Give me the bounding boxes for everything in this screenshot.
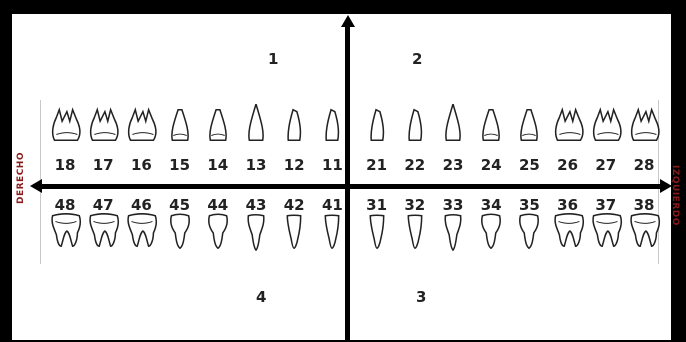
tooth-number-31: 31 [358,196,396,214]
quadrant-3-label: 3 [416,288,426,306]
tooth-number-37: 37 [587,196,625,214]
tooth-36-icon [551,210,585,252]
tooth-25-icon [512,104,546,146]
tooth-12-icon [277,104,311,146]
tooth-41-icon [315,210,349,252]
tooth-number-48: 48 [46,196,84,214]
tooth-16-icon [124,104,158,146]
tooth-34-icon [474,210,508,252]
tooth-42-icon [277,210,311,252]
side-label-right: DERECHO [16,152,26,204]
tooth-number-15: 15 [161,156,199,174]
tooth-number-36: 36 [549,196,587,214]
tooth-28-icon [627,104,661,146]
tooth-number-33: 33 [434,196,472,214]
tooth-number-22: 22 [396,156,434,174]
horizontal-occlusal-line [38,184,664,189]
tooth-number-25: 25 [510,156,548,174]
tooth-22-icon [398,104,432,146]
tooth-32-icon [398,210,432,252]
tooth-number-35: 35 [510,196,548,214]
tooth-number-41: 41 [313,196,351,214]
quadrant-1-label: 1 [268,50,278,68]
tooth-35-icon [512,210,546,252]
diagram-frame [12,14,671,340]
tooth-27-icon [589,104,623,146]
tooth-number-45: 45 [161,196,199,214]
tooth-48-icon [48,210,82,252]
tooth-23-icon [436,104,470,146]
tooth-number-46: 46 [122,196,160,214]
tooth-number-21: 21 [358,156,396,174]
tooth-number-16: 16 [122,156,160,174]
quadrant-4-label: 4 [256,288,266,306]
tooth-number-44: 44 [199,196,237,214]
tooth-11-icon [315,104,349,146]
side-label-left: IZQUIERDO [670,165,680,226]
tooth-31-icon [360,210,394,252]
tooth-18-icon [48,104,82,146]
tooth-number-27: 27 [587,156,625,174]
tooth-number-11: 11 [313,156,351,174]
tooth-number-12: 12 [275,156,313,174]
tooth-number-32: 32 [396,196,434,214]
tooth-38-icon [627,210,661,252]
tooth-46-icon [124,210,158,252]
tooth-14-icon [201,104,235,146]
tooth-24-icon [474,104,508,146]
arrow-left-icon [30,179,42,193]
tooth-26-icon [551,104,585,146]
tooth-15-icon [163,104,197,146]
tooth-17-icon [86,104,120,146]
tooth-number-43: 43 [237,196,275,214]
tooth-44-icon [201,210,235,252]
tooth-number-42: 42 [275,196,313,214]
tooth-37-icon [589,210,623,252]
tooth-number-13: 13 [237,156,275,174]
tooth-43-icon [239,210,273,252]
arrow-up-icon [341,15,355,27]
quadrant-2-label: 2 [412,50,422,68]
tooth-45-icon [163,210,197,252]
tooth-number-23: 23 [434,156,472,174]
tooth-13-icon [239,104,273,146]
tooth-number-26: 26 [549,156,587,174]
tooth-number-24: 24 [472,156,510,174]
tooth-21-icon [360,104,394,146]
tooth-number-38: 38 [625,196,663,214]
tooth-number-17: 17 [84,156,122,174]
tooth-number-47: 47 [84,196,122,214]
tooth-number-34: 34 [472,196,510,214]
tooth-33-icon [436,210,470,252]
tooth-47-icon [86,210,120,252]
tooth-number-18: 18 [46,156,84,174]
tooth-number-14: 14 [199,156,237,174]
tooth-number-28: 28 [625,156,663,174]
